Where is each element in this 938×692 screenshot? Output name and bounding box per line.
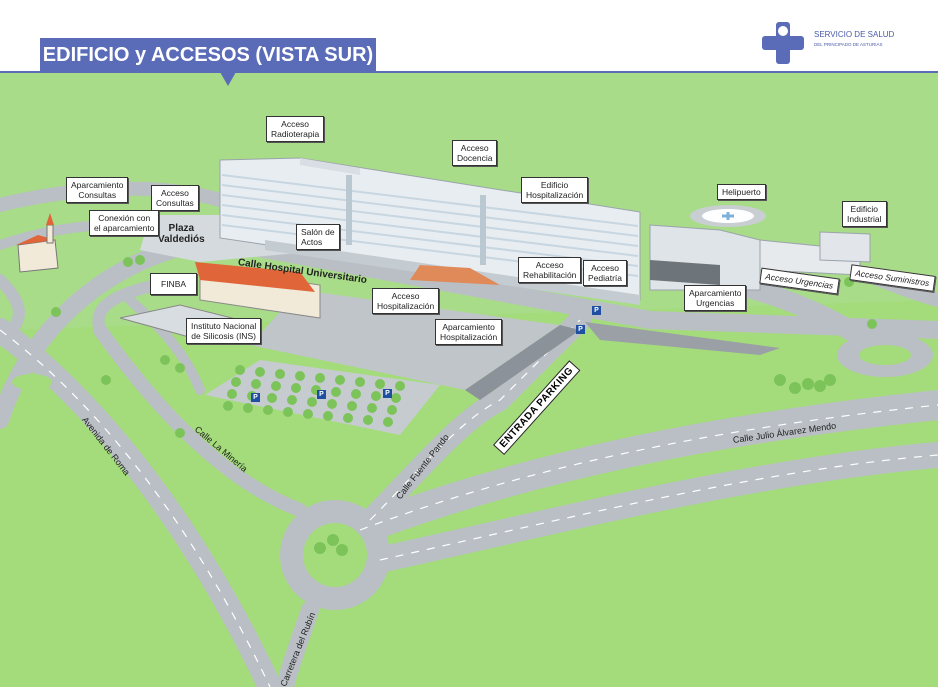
tree bbox=[383, 417, 393, 427]
tree bbox=[271, 381, 281, 391]
parking-sign: P bbox=[576, 325, 585, 334]
tree bbox=[363, 415, 373, 425]
callout-helipuerto: Helipuerto bbox=[717, 184, 766, 200]
tree bbox=[327, 399, 337, 409]
callout-aparcamiento-hospitalizacion: Aparcamiento Hospitalización bbox=[435, 319, 503, 345]
callout-acceso-radioterapia: Acceso Radioterapia bbox=[266, 116, 325, 142]
parking-sign: P bbox=[592, 306, 601, 315]
callout-finba: FINBA bbox=[150, 273, 198, 295]
header-divider bbox=[0, 71, 938, 73]
tree bbox=[275, 369, 285, 379]
tree bbox=[343, 413, 353, 423]
plaza-valdedios: Plaza Valdediós bbox=[158, 223, 205, 245]
tree bbox=[303, 409, 313, 419]
callout-acceso-pediatria: Acceso Pediatría bbox=[583, 260, 628, 286]
tree bbox=[283, 407, 293, 417]
tree bbox=[367, 403, 377, 413]
tree bbox=[243, 403, 253, 413]
callout-salon-actos: Salón de Actos bbox=[296, 224, 340, 250]
tree bbox=[331, 387, 341, 397]
church bbox=[16, 213, 59, 273]
urgencias-building bbox=[649, 205, 871, 291]
tree bbox=[351, 389, 361, 399]
tree bbox=[355, 377, 365, 387]
logo-subtitle: DEL PRINCIPADO DE ASTURIAS bbox=[814, 42, 883, 47]
logo-title: SERVICIO DE SALUD bbox=[814, 30, 895, 39]
tree bbox=[315, 373, 325, 383]
tree bbox=[387, 405, 397, 415]
tree bbox=[235, 365, 245, 375]
callout-acceso-rehabilitacion: Acceso Rehabilitación bbox=[518, 257, 582, 283]
callout-edificio-industrial: Edificio Industrial bbox=[842, 201, 887, 227]
map-illustration bbox=[0, 73, 938, 692]
page-title: EDIFICIO y ACCESOS (VISTA SUR) bbox=[40, 38, 376, 72]
tree bbox=[395, 381, 405, 391]
tree bbox=[371, 391, 381, 401]
logo: SERVICIO DE SALUD DEL PRINCIPADO DE ASTU… bbox=[762, 22, 932, 64]
parking-trees bbox=[223, 365, 405, 427]
health-cross-icon bbox=[762, 22, 804, 64]
tree bbox=[391, 393, 401, 403]
callout-acceso-docencia: Acceso Docencia bbox=[452, 140, 498, 166]
tree bbox=[375, 379, 385, 389]
callout-instituto-silicosis: Instituto Nacional de Silicosis (INS) bbox=[186, 318, 262, 344]
tree bbox=[267, 393, 277, 403]
tree bbox=[323, 411, 333, 421]
callout-acceso-consultas: Acceso Consultas bbox=[151, 185, 199, 211]
tree bbox=[263, 405, 273, 415]
tree bbox=[227, 389, 237, 399]
tree bbox=[231, 377, 241, 387]
tree bbox=[295, 371, 305, 381]
callout-aparcamiento-urgencias: Aparcamiento Urgencias bbox=[684, 285, 747, 311]
parking-sign: P bbox=[317, 390, 326, 399]
tree bbox=[347, 401, 357, 411]
title-pointer bbox=[220, 72, 236, 86]
finba-building bbox=[195, 262, 321, 319]
parking-sign: P bbox=[251, 393, 260, 402]
tree bbox=[335, 375, 345, 385]
callout-edificio-hospitalizacion: Edificio Hospitalización bbox=[521, 177, 589, 203]
parking-hospitalizacion bbox=[250, 290, 560, 390]
tree bbox=[291, 383, 301, 393]
callout-aparcamiento-consultas: Aparcamiento Consultas bbox=[66, 177, 129, 203]
trees bbox=[51, 255, 877, 556]
callout-conexion-aparcamiento: Conexión con el aparcamiento bbox=[89, 210, 160, 236]
tree bbox=[223, 401, 233, 411]
tree bbox=[287, 395, 297, 405]
parking-sign: P bbox=[383, 389, 392, 398]
callout-acceso-hospitalizacion: Acceso Hospitalización bbox=[372, 288, 440, 314]
tree bbox=[251, 379, 261, 389]
tree bbox=[307, 397, 317, 407]
tree bbox=[255, 367, 265, 377]
site-map: P P P P P Plaza Valdediós ENTRADA PARKIN… bbox=[0, 73, 938, 692]
header: EDIFICIO y ACCESOS (VISTA SUR) SERVICIO … bbox=[0, 0, 938, 72]
